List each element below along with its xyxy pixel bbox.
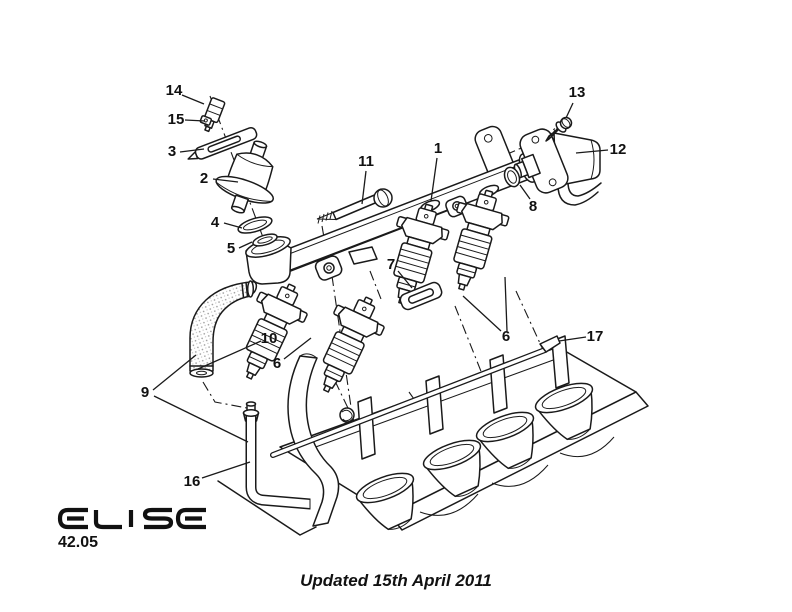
callout-leader-2 bbox=[212, 178, 239, 183]
callout-leader-4 bbox=[223, 222, 243, 229]
damper-nose bbox=[513, 153, 541, 179]
callout-leader-11 bbox=[361, 170, 367, 205]
callout-17: 17 bbox=[587, 328, 604, 345]
damper-flange bbox=[519, 128, 569, 194]
callout-leader-6 bbox=[504, 276, 508, 332]
callout-11: 11 bbox=[358, 153, 374, 170]
callout-15: 15 bbox=[168, 111, 185, 128]
callout-leader-17 bbox=[558, 336, 587, 342]
callout-8: 8 bbox=[529, 198, 537, 215]
callout-6: 6 bbox=[502, 328, 510, 345]
callout-leader-14 bbox=[181, 94, 205, 105]
fuel-rail bbox=[245, 125, 538, 296]
callout-leader-5 bbox=[238, 241, 253, 249]
callout-2: 2 bbox=[200, 170, 208, 187]
callout-leader-6 bbox=[283, 337, 312, 360]
callout-10: 10 bbox=[261, 330, 278, 347]
sensor-clip bbox=[199, 115, 213, 126]
callout-9: 9 bbox=[141, 384, 149, 401]
pressure-damper-assembly bbox=[503, 116, 601, 194]
fuel-pressure-regulator bbox=[215, 140, 274, 214]
fuel-pipe bbox=[242, 401, 311, 510]
section-code: 42.05 bbox=[58, 534, 98, 551]
regulator-o-ring bbox=[252, 233, 278, 247]
rail-tab bbox=[348, 246, 378, 265]
rail-regulator-pot bbox=[245, 236, 292, 296]
intake-manifold bbox=[217, 335, 649, 539]
callout-14: 14 bbox=[166, 82, 183, 99]
callout-leader-10 bbox=[197, 340, 262, 370]
callout-3: 3 bbox=[168, 143, 176, 160]
callout-leader-9 bbox=[152, 354, 197, 391]
injector-clip bbox=[399, 281, 443, 311]
pressure-regulator-assembly bbox=[187, 97, 278, 247]
callout-leader-1 bbox=[430, 157, 438, 202]
callout-leader-9 bbox=[153, 395, 249, 443]
callout-leader-7 bbox=[397, 270, 413, 289]
callout-leader-12 bbox=[575, 149, 609, 154]
callout-7: 7 bbox=[387, 256, 395, 273]
support-rod bbox=[270, 335, 561, 458]
callout-12: 12 bbox=[610, 141, 627, 158]
damper-return-hose bbox=[557, 167, 602, 206]
callout-leader-6 bbox=[462, 295, 502, 332]
callout-leader-16 bbox=[201, 461, 251, 479]
callout-leader-15 bbox=[184, 119, 206, 122]
callout-16: 16 bbox=[184, 473, 201, 490]
mounting-bolt bbox=[316, 188, 393, 224]
fuel-hose bbox=[189, 280, 255, 378]
footer-updated-text: Updated 15th April 2011 bbox=[300, 571, 492, 590]
callout-leader-13 bbox=[565, 102, 574, 119]
callout-6: 6 bbox=[273, 355, 281, 372]
callout-leader-8 bbox=[519, 184, 531, 200]
callout-13: 13 bbox=[569, 84, 586, 101]
branding: 42.05 bbox=[57, 507, 206, 551]
elise-logo bbox=[57, 507, 206, 530]
damper-o-ring bbox=[503, 166, 521, 188]
callout-1: 1 bbox=[434, 140, 442, 157]
callout-leader-3 bbox=[179, 148, 205, 153]
regulator-seal-washer bbox=[237, 216, 273, 234]
manifold-bolt-head bbox=[339, 407, 355, 423]
callout-5: 5 bbox=[227, 240, 235, 257]
callout-4: 4 bbox=[211, 214, 220, 231]
regulator-bracket bbox=[187, 126, 258, 160]
